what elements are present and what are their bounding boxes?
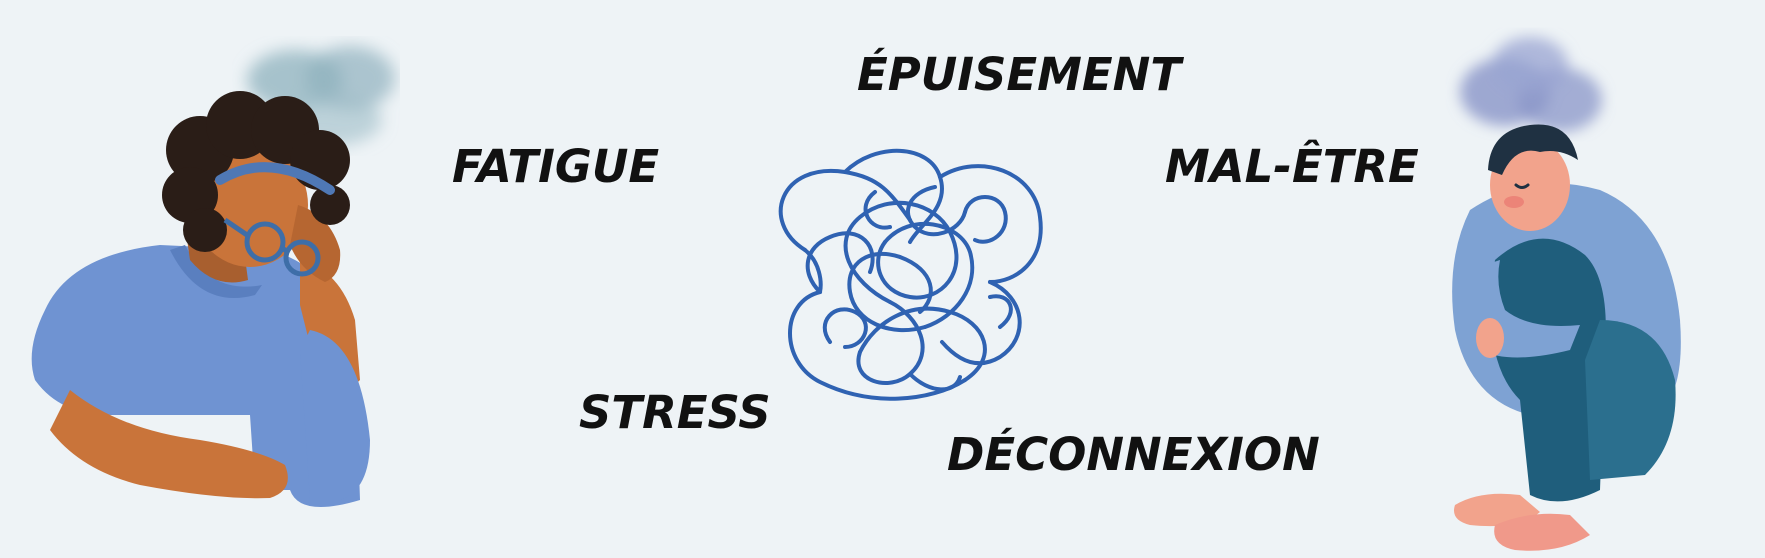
tired-woman-illustration [31,46,395,508]
glasses-icon [223,217,321,277]
hair-icon [1488,124,1578,175]
word-fatigue: FATIGUE [452,140,660,193]
word-stress: STRESS [579,386,771,439]
cloud-icon [1460,37,1602,132]
tangled-thread-icon [778,148,1043,401]
word-mal-etre: MAL-ÊTRE [1165,140,1419,193]
sad-man-illustration [1452,37,1681,551]
word-deconnexion: DÉCONNEXION [947,428,1320,481]
word-epuisement: ÉPUISEMENT [857,48,1182,101]
